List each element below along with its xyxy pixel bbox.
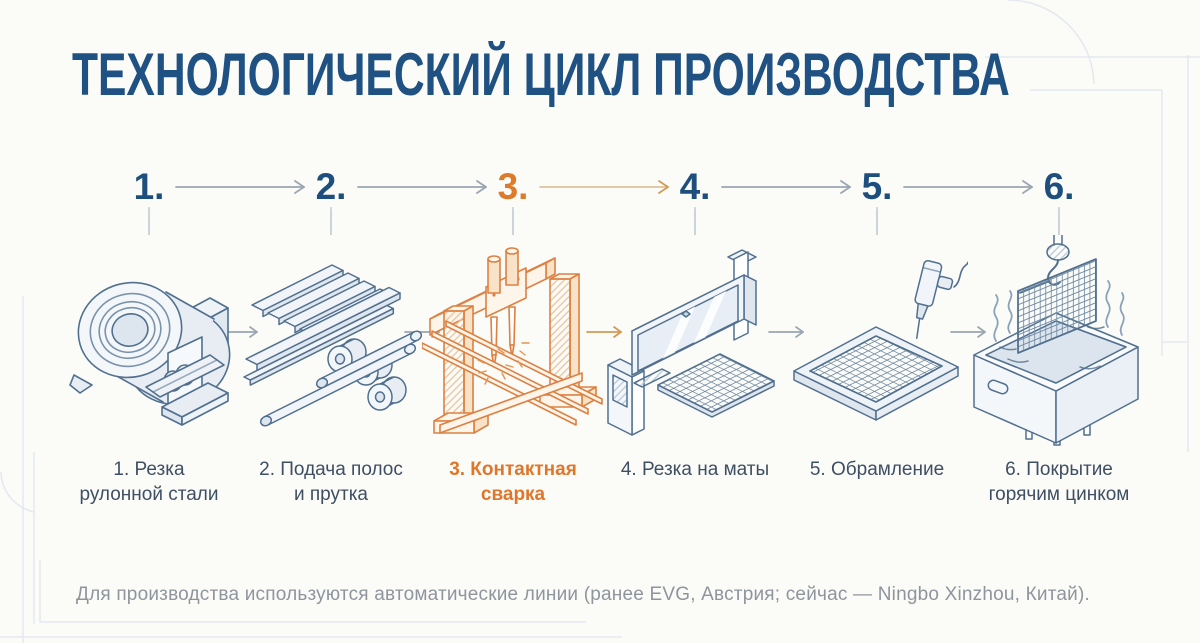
step-4-label: 4. Резка на маты (620, 459, 770, 480)
step-5-connector (876, 209, 878, 235)
step-3-label: 3. Контактная сварка (449, 459, 577, 505)
step-5-number: 5. (861, 166, 893, 207)
step-4: 4. (604, 165, 786, 507)
step-1: 1. (58, 165, 240, 507)
step-1-number: 1. (133, 166, 165, 207)
step-6: 6. (968, 165, 1150, 507)
step-4-number: 4. (679, 166, 711, 207)
step-2: 2. (240, 165, 422, 507)
contact-welding-illustration (422, 235, 604, 447)
mesh-cutting-illustration (604, 235, 786, 447)
step-1-label: 1. Резка рулонной стали (79, 459, 219, 505)
step-6-number: 6. (1043, 166, 1075, 207)
steel-coil-illustration (58, 235, 240, 447)
zinc-bath-illustration (968, 235, 1150, 447)
step-3-number: 3. (497, 166, 529, 207)
step-1-connector (148, 209, 150, 235)
step-2-label: 2. Подача полос и прутка (259, 459, 403, 505)
footer-note: Для производства используются автоматиче… (76, 584, 1090, 605)
step-2-connector (330, 209, 332, 235)
page-title: ТЕХНОЛОГИЧЕСКИЙ ЦИКЛ ПРОИЗВОДСТВА (72, 41, 1010, 108)
step-3-connector (512, 209, 514, 235)
step-5: 5. (786, 165, 968, 507)
process-steps-row: 1. (58, 165, 1150, 507)
strips-and-rod-illustration (240, 235, 422, 447)
step-6-connector (1058, 209, 1060, 235)
step-3: 3. (422, 165, 604, 507)
step-4-connector (694, 209, 696, 235)
step-5-label: 5. Обрамление (809, 459, 945, 480)
step-2-number: 2. (315, 166, 347, 207)
step-6-label: 6. Покрытие горячим цинком (988, 459, 1130, 505)
frame-mounting-illustration (786, 235, 968, 447)
